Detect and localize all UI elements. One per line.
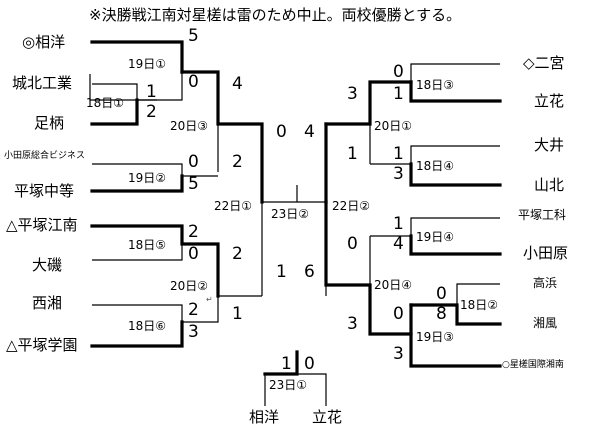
date-l-20-2: 20日② xyxy=(170,279,209,293)
score-shofu: 8 xyxy=(436,304,447,324)
extra-team-tachibana: 立花 xyxy=(312,408,343,426)
score-r-qf-top: 3 xyxy=(347,84,358,104)
date-r-18-3: 18日③ xyxy=(416,78,455,92)
score-extra-left: 1 xyxy=(281,354,292,374)
score-l-sf-top: 0 xyxy=(276,122,287,142)
team-ninomiya: ◇二宮 xyxy=(523,54,565,72)
bold-l-ekou xyxy=(90,224,220,298)
date-l-19-1: 19日① xyxy=(128,57,167,71)
team-hiratsuka-chuto: 平塚中等 xyxy=(14,182,75,200)
score-seisa: 3 xyxy=(393,344,404,364)
score-odawara-sogo: 0 xyxy=(188,152,199,172)
line-l-soyo xyxy=(89,41,183,101)
date-r-20-4: 20日④ xyxy=(374,278,413,292)
score-johoku: 1 xyxy=(146,82,157,102)
score-l-qf-konan: 2 xyxy=(232,244,243,264)
bold-r-19-3-winner xyxy=(324,200,413,336)
bold-r-shof xyxy=(409,303,502,326)
score-ashigara: 2 xyxy=(146,102,157,122)
score-hiratsuka-chuto: 5 xyxy=(188,174,199,194)
score-seisho: 2 xyxy=(188,300,199,320)
team-hiratsuka-konan: △平塚江南 xyxy=(6,216,78,234)
bold-r-sei xyxy=(409,332,502,368)
score-l-sf-bot: 1 xyxy=(276,262,287,282)
team-johoku-kogyo: 城北工業 xyxy=(12,74,73,92)
team-oi: 大井 xyxy=(534,136,565,154)
team-tachibana: 立花 xyxy=(534,92,565,110)
date-l-18-6: 18日⑥ xyxy=(128,319,167,333)
score-l-qf-top: 4 xyxy=(232,74,243,94)
score-r-sf-bot: 6 xyxy=(304,262,315,282)
date-final: 23日② xyxy=(271,207,310,221)
date-l-18-1: 18日① xyxy=(86,96,125,110)
team-hiratsuka-koka: 平塚工科 xyxy=(518,208,567,222)
return-mark: ↵ xyxy=(206,295,213,304)
team-takahama: 高浜 xyxy=(533,276,558,290)
score-oiso: 0 xyxy=(188,244,199,264)
bold-l-hchu xyxy=(90,174,184,193)
bold-r-odaw xyxy=(409,234,502,256)
score-hiratsuka-konan: 2 xyxy=(188,222,199,242)
date-r-22-2: 22日② xyxy=(332,199,371,213)
date-r-20-1: 20日① xyxy=(374,119,413,133)
date-r-19-4: 19日④ xyxy=(416,230,455,244)
score-l-18-1-r2: 0 xyxy=(188,72,199,92)
score-r-qf-bot: 3 xyxy=(347,314,358,334)
score-hiratsuka-gakuen: 3 xyxy=(188,322,199,342)
score-odawara: 4 xyxy=(393,234,404,254)
line-extra-right xyxy=(297,373,327,406)
date-l-22-1: 22日① xyxy=(214,199,253,213)
date-l-19-2: 19日② xyxy=(128,171,167,185)
team-hiratsuka-gakuen: △平塚学園 xyxy=(6,336,78,354)
score-soyo-r2: 5 xyxy=(188,26,199,46)
team-yamakita: 山北 xyxy=(534,176,565,194)
date-extra: 23日① xyxy=(269,378,308,392)
bold-r-yama xyxy=(409,162,502,187)
score-hiratsuka-koka: 1 xyxy=(393,214,404,234)
date-r-19-3: 19日③ xyxy=(416,330,455,344)
score-l-qf-mid: 2 xyxy=(232,152,243,172)
bold-extra xyxy=(263,350,299,376)
date-l-18-5: 18日⑤ xyxy=(128,238,167,252)
team-soyo: ◎相洋 xyxy=(22,33,66,51)
score-r-qf-mid: 1 xyxy=(347,144,358,164)
bold-l-ashi xyxy=(90,98,139,126)
bold-r-20-1-winner xyxy=(324,80,413,126)
bold-r-tach xyxy=(409,80,502,103)
date-r-18-2: 18日② xyxy=(460,298,499,312)
score-l-qf-gakuen: 1 xyxy=(232,304,243,324)
score-takahama: 0 xyxy=(436,284,447,304)
score-oi: 1 xyxy=(393,144,404,164)
extra-team-soyo: 相洋 xyxy=(249,408,280,426)
score-r-19-3-top: 0 xyxy=(393,304,404,324)
bold-l-soyo xyxy=(90,40,184,74)
team-odawara-sogo-business: 小田原総合ビジネス xyxy=(4,151,86,161)
score-yamakita: 3 xyxy=(393,164,404,184)
score-r-sf-top: 4 xyxy=(304,122,315,142)
team-seisho: 西湘 xyxy=(32,294,63,312)
score-tachibana: 1 xyxy=(393,84,404,104)
date-r-18-4: 18日④ xyxy=(416,159,455,173)
score-r-qf-19-4: 0 xyxy=(347,234,358,254)
team-oiso: 大磯 xyxy=(32,256,63,274)
bold-l-hgak xyxy=(90,320,184,348)
bold-l-19-1-winner xyxy=(180,70,264,204)
score-extra-right: 0 xyxy=(304,354,315,374)
team-odawara: 小田原 xyxy=(523,244,569,262)
team-seisa-kokusai-shonan: ○星槎国際湘南 xyxy=(502,360,564,370)
date-l-20-3: 20日③ xyxy=(170,119,209,133)
page-title: ※決勝戦江南対星槎は雷のため中止。両校優勝とする。 xyxy=(89,6,462,24)
team-ashigara: 足柄 xyxy=(34,114,65,132)
team-shofu: 湘風 xyxy=(533,316,558,330)
score-ninomiya: 0 xyxy=(393,62,404,82)
